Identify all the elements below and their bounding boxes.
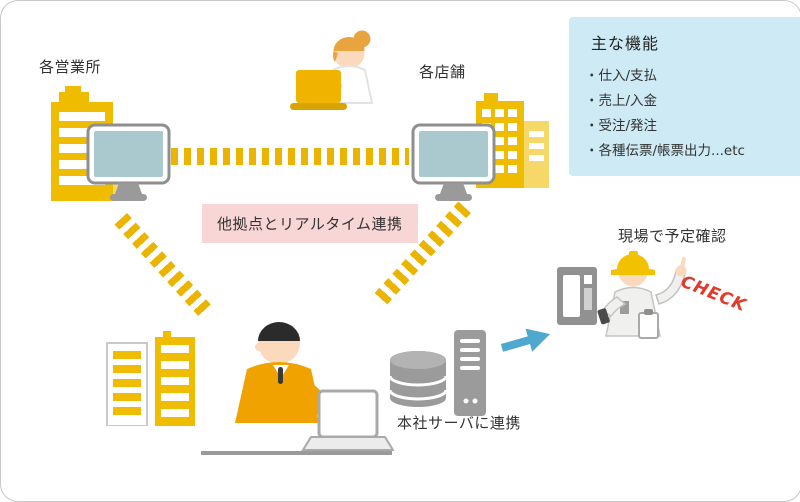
monitor-left-icon <box>86 123 171 201</box>
features-title: 主な機能 <box>591 34 660 53</box>
realtime-link-box: 他拠点とリアルタイム連携 <box>202 204 418 243</box>
woman-at-laptop-illustration <box>290 30 374 110</box>
sales-office-label: 各営業所 <box>39 58 102 76</box>
stores-label: 各店舗 <box>419 63 466 81</box>
server-tower-icon <box>454 330 486 416</box>
headquarters-buildings-icon <box>106 331 195 426</box>
man-at-laptop-illustration <box>201 322 394 455</box>
feature-item: ・売上/入金 <box>585 93 658 109</box>
database-icon <box>388 351 448 407</box>
onsite-check-label: 現場で予定確認 <box>618 227 727 245</box>
arrow-right-icon <box>500 328 551 352</box>
field-worker-illustration <box>557 251 687 339</box>
features-panel: 主な機能 ・仕入/支払 ・売上/入金 ・受注/発注 ・各種伝票/帳票出力...e… <box>569 17 800 176</box>
features-list: ・仕入/支払 ・売上/入金 ・受注/発注 ・各種伝票/帳票出力...etc <box>585 64 800 164</box>
monitor-right-icon <box>411 123 496 201</box>
feature-item: ・受注/発注 <box>585 118 658 134</box>
dashed-link-horizontal <box>171 148 409 165</box>
hq-server-label: 本社サーバに連携 <box>397 414 521 432</box>
feature-item: ・各種伝票/帳票出力...etc <box>585 143 745 159</box>
feature-item: ・仕入/支払 <box>585 68 658 84</box>
